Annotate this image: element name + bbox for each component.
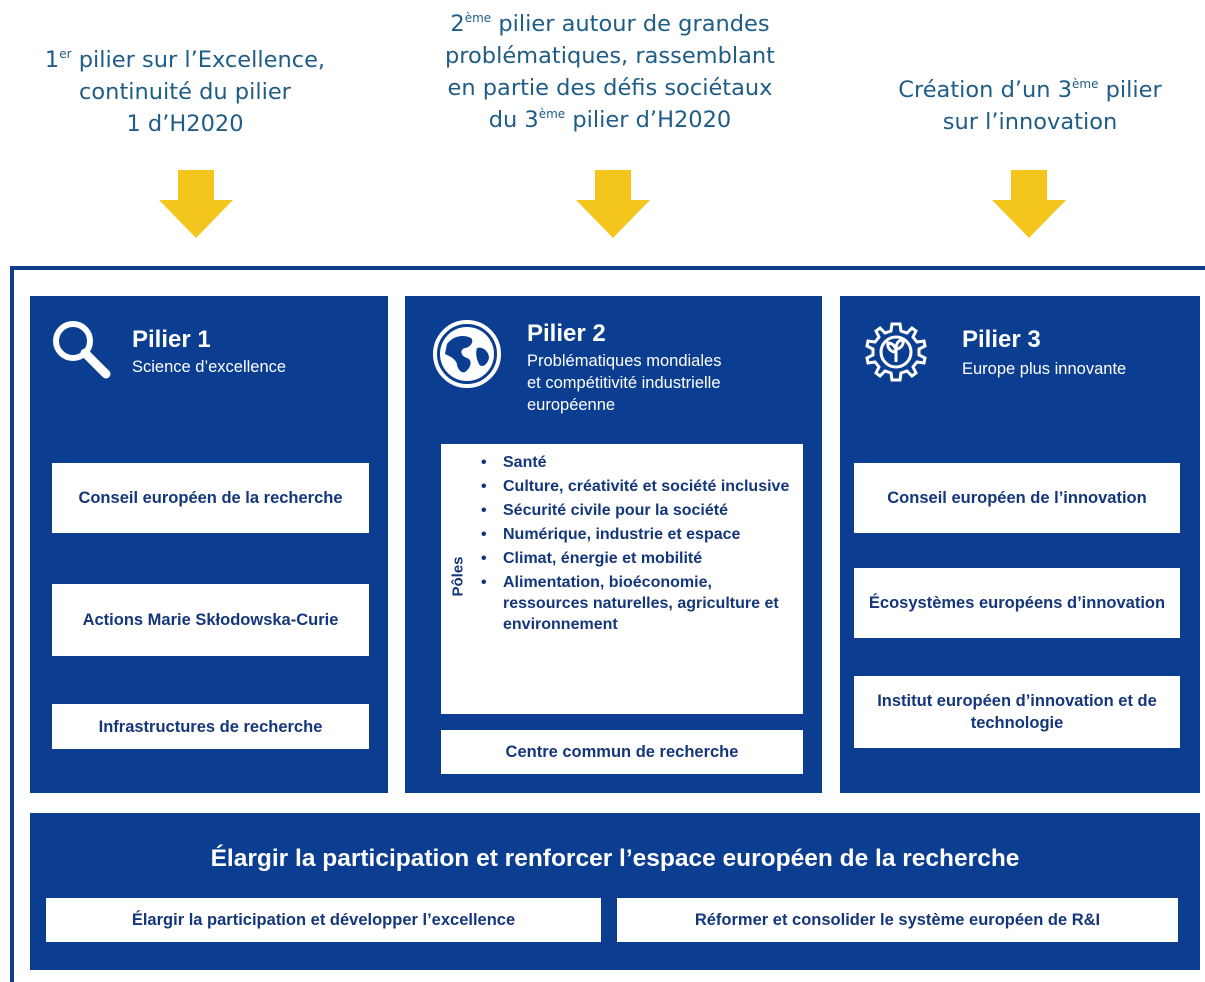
- pillar-subtitle: Problématiques mondiales et compétitivit…: [527, 350, 721, 416]
- pillar-2: Pilier 2 Problématiques mondiales et com…: [405, 296, 822, 793]
- pillar-subtitle: Europe plus innovante: [962, 360, 1127, 378]
- pillar-box: Actions Marie Skłodowska-Curie: [52, 584, 369, 656]
- pillar-subtitle-line: et compétitivité industrielle: [527, 374, 721, 392]
- caption-text: du 3: [488, 107, 539, 133]
- caption-sup: ème: [538, 107, 566, 121]
- pillar-box: Conseil européen de l’innovation: [854, 463, 1180, 533]
- list-item: Numérique, industrie et espace: [481, 524, 796, 545]
- caption-text: 2: [450, 11, 465, 37]
- bottom-box: Élargir la participation et développer l…: [46, 898, 601, 942]
- pillar-box: Écosystèmes européens d’innovation: [854, 568, 1180, 638]
- caption-text: pilier d’H2020: [565, 107, 732, 133]
- arrow-down-icon: [159, 170, 233, 238]
- caption-text: 1 d’H2020: [126, 111, 244, 137]
- magnifier-icon: [53, 321, 111, 379]
- pillar-subtitle-line: Problématiques mondiales: [527, 352, 722, 370]
- caption-pillar-3: Création d’un 3ème pilier sur l’innovati…: [860, 74, 1200, 138]
- poles-list: Santé Culture, créativité et société inc…: [481, 452, 796, 638]
- bottom-band: Élargir la participation et renforcer l’…: [30, 813, 1200, 970]
- list-item: Climat, énergie et mobilité: [481, 548, 796, 569]
- globe-icon: [433, 320, 501, 388]
- diagram-frame: [10, 266, 1205, 982]
- bottom-box: Réformer et consolider le système europé…: [617, 898, 1178, 942]
- caption-text: Création d’un 3: [898, 77, 1073, 103]
- list-item: Sécurité civile pour la société: [481, 500, 796, 521]
- pillar-box: Institut européen d’innovation et de tec…: [854, 676, 1180, 748]
- caption-sup: er: [59, 47, 72, 61]
- arrow-down-icon: [992, 170, 1066, 238]
- pillar-title: Pilier 1: [132, 326, 211, 353]
- caption-sup: ème: [464, 11, 492, 25]
- pillar-subtitle: Science d’excellence: [132, 358, 287, 376]
- pillar-title: Pilier 3: [962, 326, 1041, 353]
- pillar-title: Pilier 2: [527, 320, 606, 347]
- pillar-box: Conseil européen de la recherche: [52, 463, 369, 533]
- caption-pillar-1: 1er pilier sur l’Excellence, continuité …: [20, 44, 350, 140]
- pillar-1: Pilier 1 Science d’excellence Conseil eu…: [30, 296, 388, 793]
- arrow-down-icon: [576, 170, 650, 238]
- caption-pillar-2: 2ème pilier autour de grandes problémati…: [415, 8, 805, 136]
- pillar-3: Pilier 3 Europe plus innovante Conseil e…: [840, 296, 1200, 793]
- caption-text: problématiques, rassemblant: [444, 43, 776, 69]
- caption-text: pilier sur l’Excellence,: [71, 47, 326, 73]
- caption-text: pilier autour de grandes: [491, 11, 770, 37]
- pillar-subtitle-line: européenne: [527, 396, 616, 414]
- caption-text: sur l’innovation: [942, 109, 1118, 135]
- list-item: Culture, créativité et société inclusive: [481, 476, 796, 497]
- bottom-title: Élargir la participation et renforcer l’…: [210, 845, 1020, 872]
- caption-sup: ème: [1072, 77, 1099, 91]
- caption-text: pilier: [1098, 77, 1162, 103]
- poles-label: Pôles: [449, 556, 467, 597]
- poles-box: Pôles Santé Culture, créativité et socié…: [441, 444, 803, 714]
- list-item: Santé: [481, 452, 796, 473]
- caption-text: 1: [44, 47, 60, 73]
- list-item: Alimentation, bioéconomie, ressources na…: [481, 572, 796, 635]
- caption-text: continuité du pilier: [79, 79, 291, 105]
- pillar-box: Infrastructures de recherche: [52, 704, 369, 749]
- caption-text: en partie des défis sociétaux: [447, 75, 773, 101]
- gear-plant-icon: [865, 322, 927, 382]
- pillar-box: Centre commun de recherche: [441, 730, 803, 774]
